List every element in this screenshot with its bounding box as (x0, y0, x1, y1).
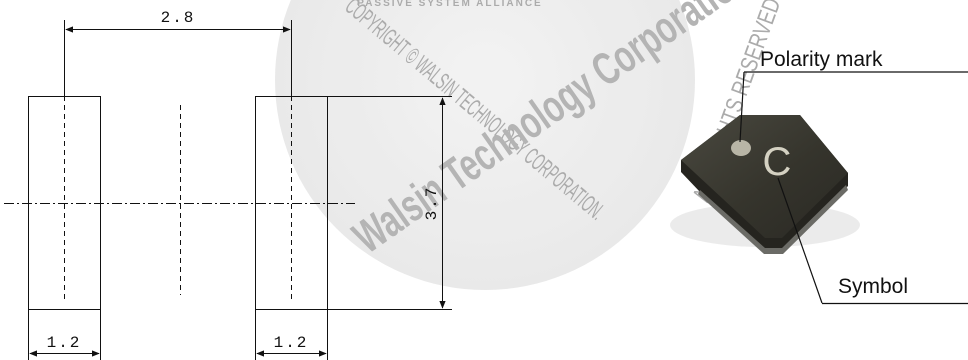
component-base (698, 185, 848, 254)
callout-label-symbol: Symbol (838, 275, 908, 298)
watermark-tagline: PASSIVE SYSTEM ALLIANCE (357, 0, 542, 9)
component-top (681, 115, 848, 238)
dimension-pad-spacing (64, 20, 292, 96)
dimension-label-spacing: 2.8 (161, 9, 196, 27)
polarity-dot (731, 140, 751, 156)
dimension-label-left-pad-width: 1.2 (47, 334, 82, 352)
component-symbol-mark: C (763, 140, 792, 184)
dimension-right-pad-width (255, 310, 328, 360)
dimension-label-height: 3.7 (423, 186, 441, 221)
callout-polarity-mark (739, 71, 968, 143)
leader-line-symbol (777, 177, 823, 304)
leader-line-polarity (739, 71, 745, 143)
callout-symbol (777, 177, 968, 305)
component-image: C (670, 115, 860, 254)
watermark-disc (275, 0, 695, 290)
footprint (4, 96, 355, 310)
callout-label-polarity: Polarity mark (760, 48, 883, 71)
dimension-label-right-pad-width: 1.2 (274, 334, 309, 352)
dimension-pad-height (328, 96, 452, 310)
dimension-left-pad-width (28, 310, 101, 360)
